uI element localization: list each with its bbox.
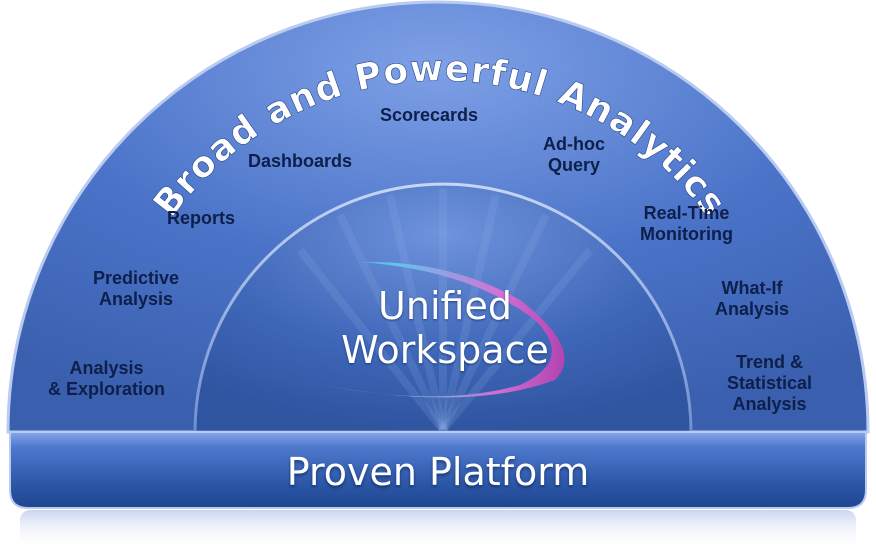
platform-reflection: [20, 510, 856, 550]
label-scorecards: Scorecards: [380, 105, 478, 126]
swoosh: [300, 261, 565, 398]
label-line: What-If: [721, 278, 783, 298]
label-line: Ad-hoc: [543, 134, 605, 154]
label-line: Monitoring: [640, 224, 733, 244]
label-line: Dashboards: [248, 151, 353, 171]
label-analysis-exploration: Analysis & Exploration: [48, 358, 165, 400]
label-adhoc-query: Ad-hoc Query: [543, 134, 605, 176]
label-dashboards: Dashboards: [248, 151, 352, 172]
dome-rays: [296, 188, 594, 433]
label-line: Real-Time: [643, 203, 730, 223]
label-predictive-analysis: Predictive Analysis: [93, 268, 179, 310]
label-line: Analysis: [715, 299, 790, 319]
inner-dome: [193, 182, 693, 434]
label-trend-statistical: Trend & Statistical Analysis: [727, 352, 812, 415]
label-line: Statistical: [727, 373, 813, 393]
label-line: Query: [547, 155, 601, 175]
label-whatif-analysis: What-If Analysis: [715, 278, 789, 320]
label-line: Analysis: [732, 394, 807, 414]
label-line: Predictive: [93, 268, 180, 288]
label-line: & Exploration: [48, 379, 166, 399]
label-line: Analysis: [99, 289, 174, 309]
platform-label: Proven Platform: [286, 450, 590, 494]
platform-bar: [9, 431, 867, 509]
label-line: Reports: [167, 208, 236, 228]
center-title-line: Workspace: [341, 328, 549, 372]
label-line: Scorecards: [380, 105, 479, 125]
label-reports: Reports: [167, 208, 235, 229]
label-line: Trend &: [736, 352, 804, 372]
center-title: Unified Workspace: [300, 284, 590, 372]
label-line: Analysis: [69, 358, 144, 378]
label-realtime-monitoring: Real-Time Monitoring: [640, 203, 733, 245]
center-title-line: Unified: [378, 284, 512, 328]
